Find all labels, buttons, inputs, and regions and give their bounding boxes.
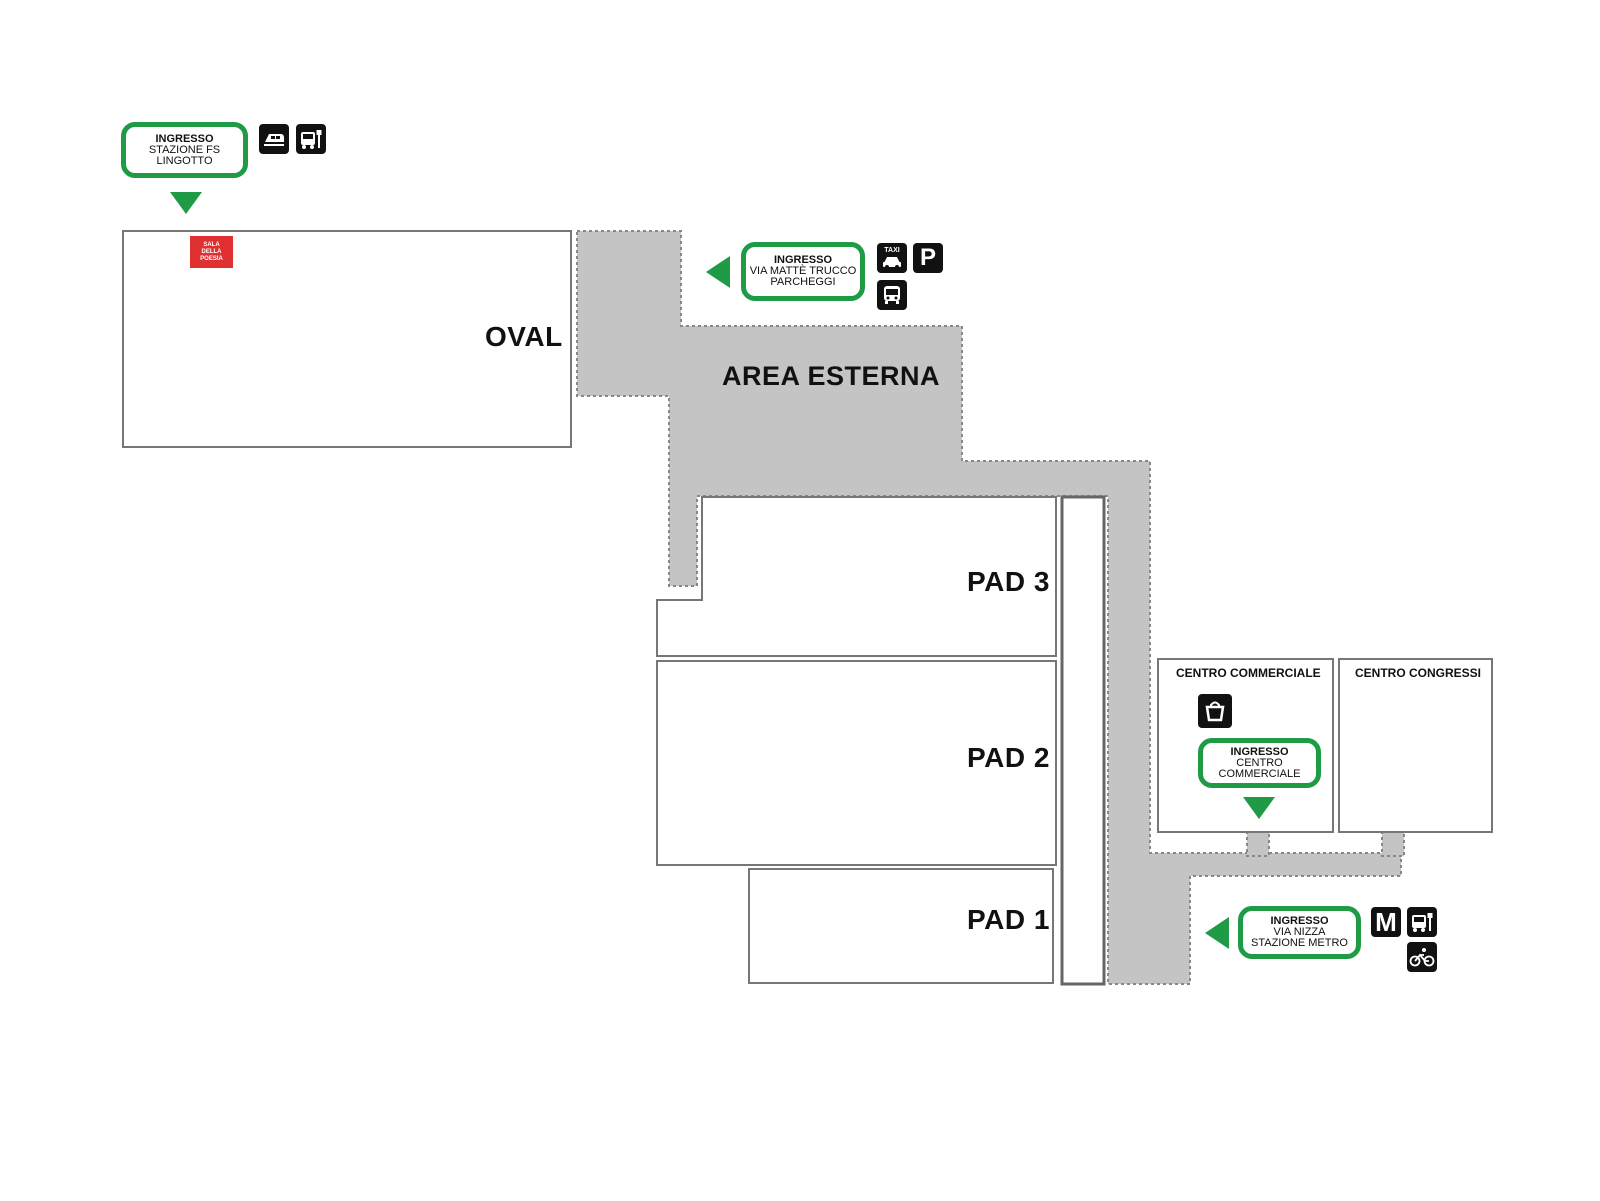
entrance-line3: COMMERCIALE: [1218, 767, 1301, 780]
train-icon: [259, 124, 289, 154]
entrance-line3: LINGOTTO: [156, 154, 213, 167]
poetry-room-line3: POESIA: [200, 255, 223, 262]
congress-connector: [1381, 831, 1405, 857]
entrance-title: INGRESSO: [773, 254, 833, 266]
entrance-line2: CENTRO: [1236, 756, 1283, 769]
entrance-title: INGRESSO: [1230, 745, 1289, 758]
entrance-title: INGRESSO: [155, 132, 214, 145]
congress-building[interactable]: [1338, 658, 1493, 833]
arrow-left-icon: [1205, 917, 1229, 949]
entrance-lingotto-station[interactable]: INGRESSO STAZIONE FS LINGOTTO: [121, 122, 248, 178]
bus-icon: [877, 280, 907, 310]
outdoor-area-shape: [576, 230, 1402, 985]
entrance-line2: VIA NIZZA: [1273, 926, 1326, 938]
metro-text: M: [1375, 906, 1397, 937]
pad3-label: PAD 3: [967, 566, 1050, 597]
congress-label: CENTRO CONGRESSI: [1355, 666, 1482, 680]
poetry-room-line1: SALA: [203, 241, 220, 248]
shopping-bag-icon: [1198, 694, 1232, 728]
taxi-text: TAXI: [884, 247, 900, 254]
arrow-left-icon: [706, 256, 730, 288]
parking-icon: P: [913, 243, 943, 273]
entrance-line2: STAZIONE FS: [148, 143, 221, 156]
outdoor-area-label: AREA ESTERNA: [722, 361, 941, 391]
corridor: [1060, 495, 1106, 986]
entrance-via-nizza-metro[interactable]: INGRESSO VIA NIZZA STAZIONE METRO: [1238, 906, 1361, 959]
poetry-room-marker[interactable]: SALA DELLA POESIA: [190, 236, 233, 268]
entrance-title: INGRESSO: [1270, 915, 1329, 927]
oval-label: OVAL: [485, 321, 563, 352]
bicycle-icon: [1407, 942, 1437, 972]
arrow-down-icon: [170, 192, 202, 214]
entrance-line2: VIA MATTÈ TRUCCO: [749, 265, 857, 277]
poetry-room-line2: DELLA: [201, 248, 222, 255]
pad1-label: PAD 1: [967, 904, 1050, 935]
arrow-down-icon: [1243, 797, 1275, 819]
entrance-line3: PARCHEGGI: [770, 276, 836, 288]
parking-text: P: [919, 244, 936, 271]
entrance-line3: STAZIONE METRO: [1251, 937, 1348, 949]
pad2-label: PAD 2: [967, 742, 1050, 773]
bus-stop-icon: [296, 124, 326, 154]
bus-stop-icon: [1407, 907, 1437, 937]
mall-label: CENTRO COMMERCIALE: [1176, 666, 1321, 680]
entrance-matte-trucco[interactable]: INGRESSO VIA MATTÈ TRUCCO PARCHEGGI: [741, 242, 865, 301]
taxi-icon: TAXI: [877, 243, 907, 273]
pad3-hall[interactable]: [656, 496, 1057, 657]
mall-connector: [1246, 831, 1270, 857]
metro-icon: M: [1371, 907, 1401, 937]
entrance-shopping-center[interactable]: INGRESSO CENTRO COMMERCIALE: [1198, 738, 1321, 788]
pad2-hall[interactable]: [656, 660, 1057, 866]
pad1-hall[interactable]: [748, 868, 1054, 984]
